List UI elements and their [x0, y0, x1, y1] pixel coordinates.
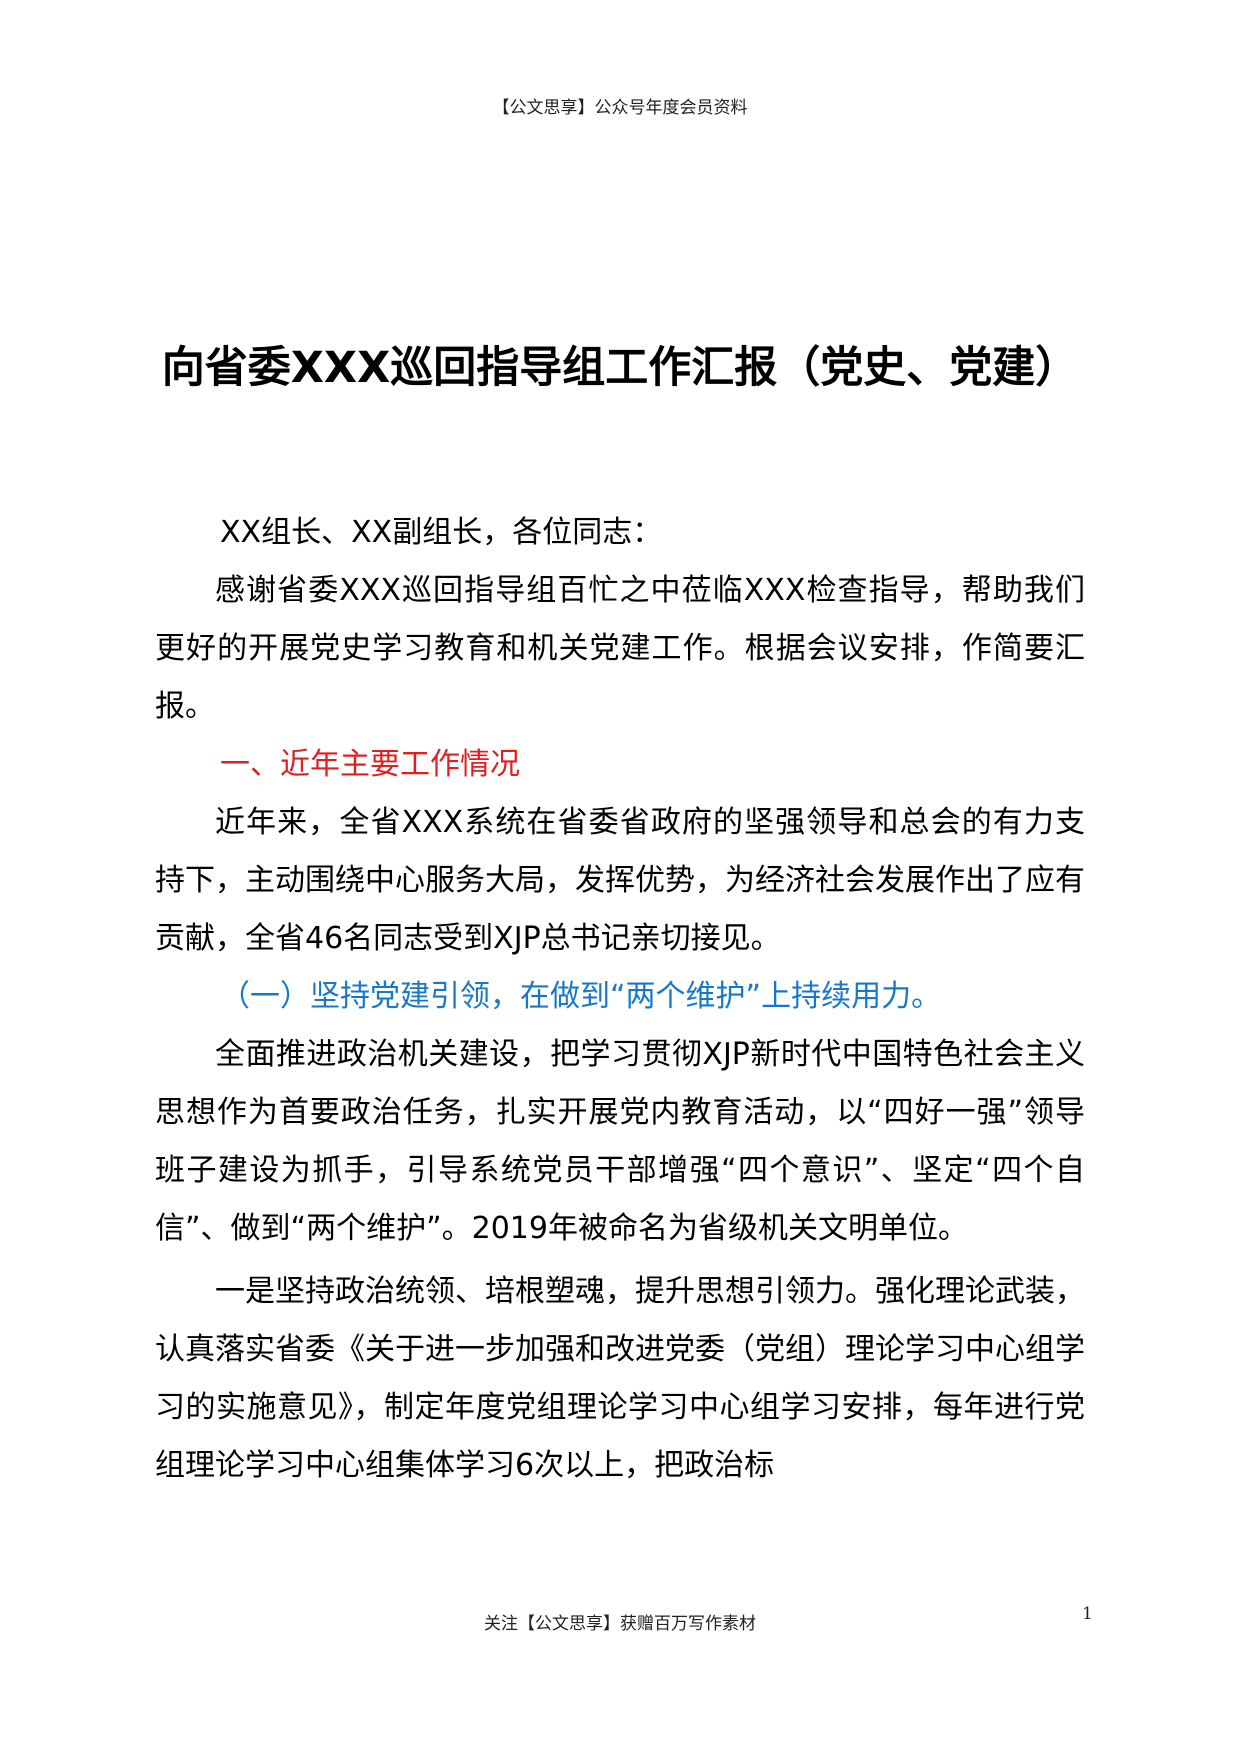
- page-number: 1: [1082, 1604, 1093, 1624]
- paragraph-party-building: 全面推进政治机关建设，把学习贯彻XJP新时代中国特色社会主义思想作为首要政治任务…: [155, 1037, 1085, 1246]
- document-body: XX组长、XX副组长，各位同志： 感谢省委XXX巡回指导组百忙之中莅临XXX检查…: [155, 504, 1085, 1495]
- paragraph-point-one: 一是坚持政治统领、培根塑魂，提升思想引领力。强化理论武装，认真落实省委《关于进一…: [155, 1274, 1085, 1483]
- paragraph-intro: 感谢省委XXX巡回指导组百忙之中莅临XXX检查指导，帮助我们更好的开展党史学习教…: [155, 573, 1085, 724]
- paragraph-overview: 近年来，全省XXX系统在省委省政府的坚强领导和总会的有力支持下，主动围绕中心服务…: [155, 805, 1085, 956]
- salutation: XX组长、XX副组长，各位同志：: [220, 515, 663, 550]
- heading-subsection-1: （一）坚持党建引领，在做到“两个维护”上持续用力。: [220, 979, 942, 1014]
- document-title: 向省委XXX巡回指导组工作汇报（党史、党建）: [161, 343, 1079, 393]
- page-footer: 关注【公文思享】获赠百万写作素材: [484, 1614, 756, 1634]
- page-header: 【公文思享】公众号年度会员资料: [492, 98, 748, 118]
- heading-section-1: 一、近年主要工作情况: [220, 747, 520, 782]
